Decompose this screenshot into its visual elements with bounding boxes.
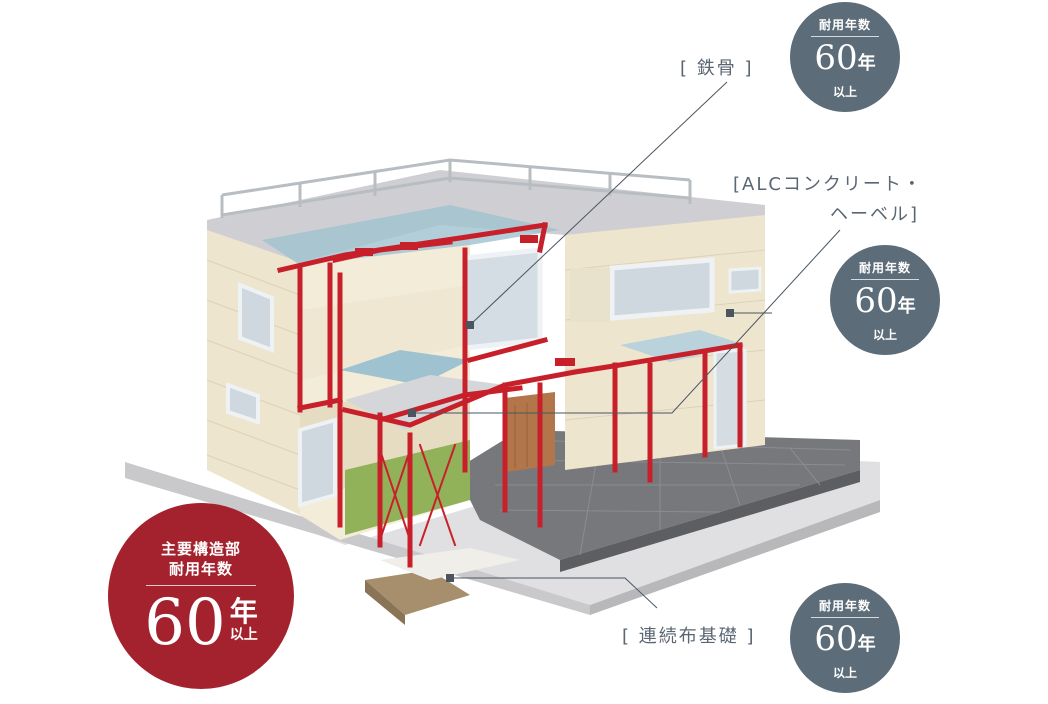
foundation-footing (365, 570, 470, 615)
right-window (609, 257, 715, 321)
badge-divider (851, 279, 919, 280)
main-badge-divider (146, 585, 256, 586)
entrance-door (505, 392, 555, 472)
main-badge-caption-2: 耐用年数 (168, 560, 233, 578)
ground-slab-edge (125, 462, 590, 615)
left-window-upper (238, 282, 274, 353)
badge-caption: 耐用年数 (818, 18, 871, 32)
badge-suffix: 以上 (872, 328, 897, 342)
badge-number: 60 (814, 619, 858, 659)
main-badge-caption-1: 主要構造部 (160, 540, 241, 558)
left-wall (207, 225, 300, 515)
badge-divider (811, 617, 879, 618)
terrace-edge (560, 470, 860, 572)
steel-durability-badge: 耐用年数 60年 以上 (790, 2, 900, 112)
ground-slab-side (590, 500, 880, 615)
left-window-lower (226, 382, 260, 425)
roof-railing (220, 158, 692, 218)
alc-label-line1: [ALCコンクリート・ (733, 174, 923, 195)
foundation-label: [ 連続布基礎 ] (622, 626, 756, 647)
badge-suffix: 以上 (832, 85, 857, 99)
badge-unit: 年 (857, 53, 876, 74)
main-badge-unit: 年 (229, 595, 258, 628)
leader-lines (412, 81, 841, 609)
leader-markers (408, 309, 734, 582)
balcony-wall (570, 268, 610, 322)
terrace (455, 430, 860, 560)
badge-caption: 耐用年数 (858, 261, 911, 275)
right-deck (620, 330, 745, 362)
main-badge-suffix: 以上 (229, 627, 258, 643)
badge-unit: 年 (857, 634, 876, 655)
side-window (728, 266, 762, 294)
badge-suffix: 以上 (832, 666, 857, 680)
alc-durability-badge: 耐用年数 60年 以上 (830, 245, 940, 355)
front-window (298, 417, 337, 508)
badge-divider (811, 36, 879, 37)
foundation-footing-side (365, 580, 405, 625)
roof-deck (262, 205, 560, 265)
badge-caption: 耐用年数 (818, 599, 871, 613)
badge-unit: 年 (897, 296, 916, 317)
alc-label-line2: ヘーベル] (830, 204, 920, 225)
center-window (462, 247, 543, 351)
badge-number: 60 (854, 281, 898, 321)
badge-number: 60 (814, 38, 858, 78)
foundation-top (380, 548, 520, 580)
steel-brackets (355, 235, 575, 366)
main-badge-number: 60 (144, 586, 226, 660)
steel-label: [ 鉄骨 ] (680, 58, 754, 79)
foundation-durability-badge: 耐用年数 60年 以上 (790, 583, 900, 693)
